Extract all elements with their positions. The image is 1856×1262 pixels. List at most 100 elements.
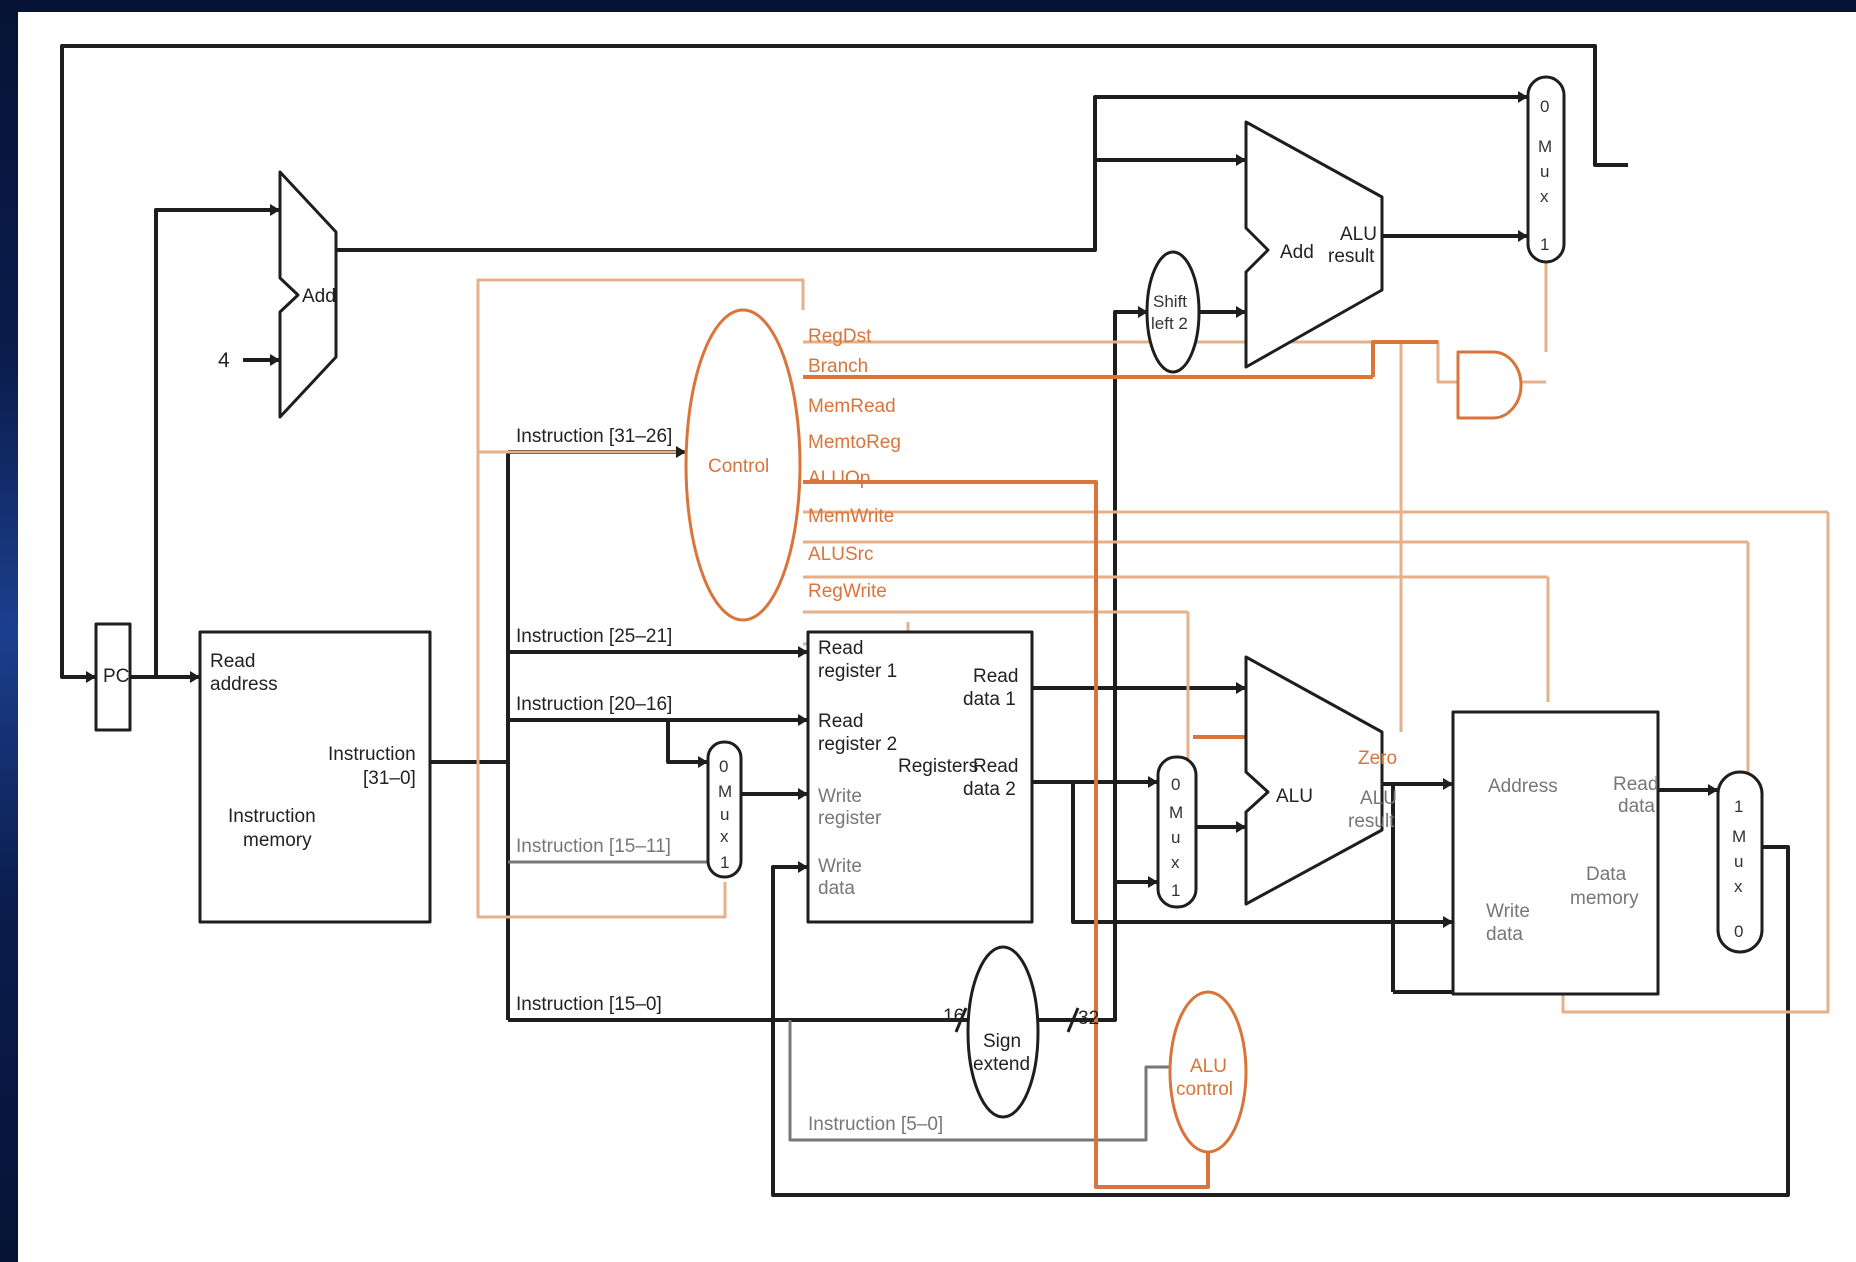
wb-mux-1: 1 bbox=[1734, 797, 1743, 816]
wb-mux-m: M bbox=[1732, 827, 1746, 846]
data-wires bbox=[60, 44, 1790, 1197]
ctl-memwrite: MemWrite bbox=[808, 506, 894, 527]
reg-rd2-b: data 2 bbox=[963, 779, 1016, 800]
pc-mux-m: M bbox=[1538, 137, 1552, 156]
sign-extend-1: Sign bbox=[983, 1031, 1021, 1052]
pc-mux-u: u bbox=[1540, 162, 1549, 181]
alusrc-mux bbox=[1156, 755, 1198, 909]
alusrc-mux-1: 1 bbox=[1171, 881, 1180, 900]
reg-wr-a: Write bbox=[818, 786, 862, 807]
pc-mux-1: 1 bbox=[1540, 235, 1549, 254]
reg-rd2-a: Read bbox=[973, 756, 1018, 777]
sign-extend-2: extend bbox=[973, 1054, 1030, 1075]
arrowheads bbox=[86, 91, 1718, 928]
branch-alu-result-2: result bbox=[1328, 246, 1375, 267]
shift-label-1: Shift bbox=[1153, 292, 1187, 311]
sign-out-bits: 32 bbox=[1078, 1008, 1099, 1029]
diagram-sheet: PC 4 Add Add ALU result Shift left 2 Con… bbox=[18, 12, 1856, 1262]
reg-rr2-b: register 2 bbox=[818, 734, 897, 755]
wb-mux-x: x bbox=[1734, 877, 1743, 896]
reg-rd1-b: data 1 bbox=[963, 689, 1016, 710]
field-25-21: Instruction [25–21] bbox=[516, 626, 672, 647]
ctl-alusrc: ALUSrc bbox=[808, 544, 873, 565]
pc-mux-0: 0 bbox=[1540, 97, 1549, 116]
bitwidth-slash-32 bbox=[1066, 1007, 1080, 1033]
imem-read: Read bbox=[210, 651, 255, 672]
field-5-0: Instruction [5–0] bbox=[808, 1114, 943, 1135]
pc-source-mux bbox=[1526, 75, 1566, 264]
alusrc-mux-m: M bbox=[1169, 803, 1183, 822]
regdst-mux-labels: 0 M u x 1 bbox=[718, 757, 732, 872]
reg-wr-b: register bbox=[818, 808, 882, 829]
main-alu bbox=[1244, 655, 1384, 906]
alusrc-mux-u: u bbox=[1171, 828, 1180, 847]
control-label: Control bbox=[708, 456, 769, 477]
regdst-mux-x: x bbox=[720, 827, 729, 846]
wb-mux-labels: 1 M u x 0 bbox=[1732, 797, 1746, 941]
branch-adder-label: Add bbox=[1280, 242, 1314, 263]
reg-wd-b: data bbox=[818, 878, 855, 899]
dmem-write-1: Write bbox=[1486, 901, 1530, 922]
dmem-read-1: Read bbox=[1613, 774, 1658, 795]
reg-rr1-b: register 1 bbox=[818, 661, 897, 682]
ctl-memread: MemRead bbox=[808, 396, 896, 417]
shift-label-2: left 2 bbox=[1151, 314, 1188, 333]
dmem-name-1: Data bbox=[1586, 864, 1627, 885]
instruction-memory bbox=[198, 630, 432, 924]
branch-adder bbox=[1244, 120, 1384, 369]
imem-name-2: memory bbox=[243, 830, 312, 851]
regdst-mux-u: u bbox=[720, 805, 729, 824]
reg-wd-a: Write bbox=[818, 856, 862, 877]
dmem-read-2: data bbox=[1618, 796, 1655, 817]
alu-control-unit bbox=[1168, 990, 1248, 1154]
alu-result-1: ALU bbox=[1360, 788, 1397, 809]
alu-zero: Zero bbox=[1358, 748, 1397, 769]
pc-adder-label: Add bbox=[302, 286, 336, 307]
datapath-diagram: PC 4 Add Add ALU result Shift left 2 Con… bbox=[60, 44, 1830, 1197]
pc-adder bbox=[278, 170, 338, 419]
field-31-26: Instruction [31–26] bbox=[516, 426, 672, 447]
alu-label: ALU bbox=[1276, 786, 1313, 807]
pc-mux-labels: 0 M u x 1 bbox=[1538, 97, 1552, 254]
regdst-mux bbox=[706, 740, 743, 879]
bitwidth-slash-16 bbox=[954, 1007, 968, 1033]
wb-mux-u: u bbox=[1734, 852, 1743, 871]
control-unit bbox=[684, 308, 802, 622]
ctl-regwrite: RegWrite bbox=[808, 581, 887, 602]
shift-left-2 bbox=[1145, 250, 1201, 374]
regdst-mux-m: M bbox=[718, 782, 732, 801]
registers-title: Registers bbox=[898, 756, 978, 777]
field-20-16: Instruction [20–16] bbox=[516, 694, 672, 715]
regdst-mux-0: 0 bbox=[719, 757, 728, 776]
regdst-mux-1: 1 bbox=[720, 853, 729, 872]
alu-result-2: result bbox=[1348, 811, 1395, 832]
register-file bbox=[806, 630, 1034, 924]
imem-range: [31–0] bbox=[363, 768, 416, 789]
control-wires bbox=[803, 340, 1438, 1189]
field-15-11: Instruction [15–11] bbox=[516, 836, 671, 857]
pc-register bbox=[94, 622, 132, 732]
alu-control-1: ALU bbox=[1190, 1056, 1227, 1077]
alusrc-mux-0: 0 bbox=[1171, 775, 1180, 794]
field-15-0: Instruction [15–0] bbox=[516, 994, 662, 1015]
imem-name-1: Instruction bbox=[228, 806, 316, 827]
pc-label: PC bbox=[103, 666, 129, 687]
writeback-mux bbox=[1716, 770, 1764, 954]
ctl-regdst: RegDst bbox=[808, 326, 872, 347]
sign-in-bits: 16 bbox=[943, 1006, 964, 1027]
four-constant: 4 bbox=[218, 349, 230, 372]
reg-rd1-a: Read bbox=[973, 666, 1018, 687]
alusrc-mux-x: x bbox=[1171, 853, 1180, 872]
reg-rr2-a: Read bbox=[818, 711, 863, 732]
ctl-aluop: ALUOp bbox=[808, 468, 870, 489]
ctl-memtoreg: MemtoReg bbox=[808, 432, 901, 453]
imem-instruction: Instruction bbox=[328, 744, 416, 765]
branch-alu-result-1: ALU bbox=[1340, 224, 1377, 245]
branch-and-gate bbox=[1456, 350, 1523, 420]
wb-mux-0: 0 bbox=[1734, 922, 1743, 941]
dmem-name-2: memory bbox=[1570, 888, 1639, 909]
imem-address: address bbox=[210, 674, 278, 695]
dmem-address: Address bbox=[1488, 776, 1558, 797]
sign-extend bbox=[966, 945, 1040, 1119]
